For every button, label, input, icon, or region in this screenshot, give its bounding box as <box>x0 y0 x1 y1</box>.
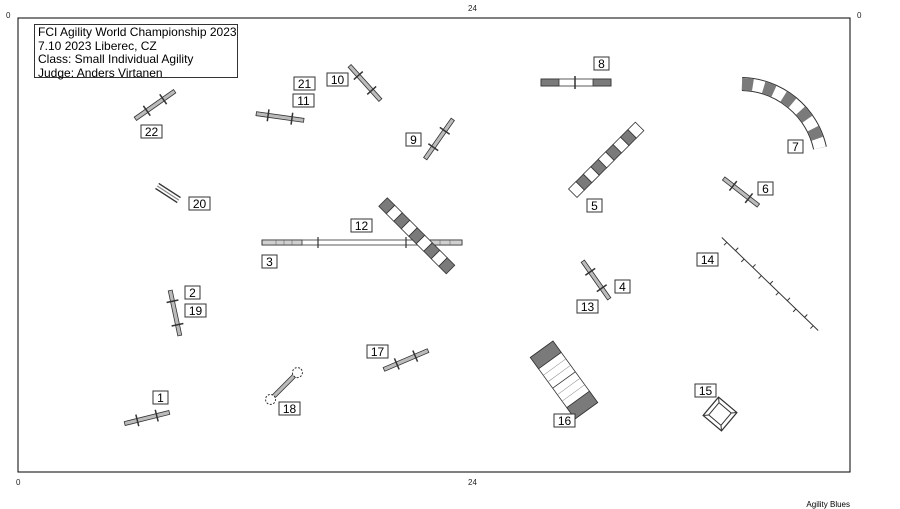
event-date-place: 7.10 2023 Liberec, CZ <box>38 38 157 53</box>
number-label-9: 9 <box>405 132 422 147</box>
ring-border <box>17 17 851 473</box>
event-judge: Judge: Anders Virtanen <box>38 65 163 80</box>
number-label-19: 19 <box>184 303 207 318</box>
number-label-16: 16 <box>553 413 576 428</box>
svg-text:6: 6 <box>762 182 769 196</box>
tunnel-12 <box>378 197 456 275</box>
brand-label: Agility Blues <box>806 500 850 509</box>
axis-label-bottom-mid: 24 <box>468 478 477 487</box>
svg-text:13: 13 <box>581 300 595 314</box>
number-label-5: 5 <box>586 198 603 213</box>
svg-text:9: 9 <box>410 133 417 147</box>
course-info-box: FCI Agility World Championship 2023 7.10… <box>34 24 238 80</box>
number-label-13: 13 <box>576 299 599 314</box>
number-label-12: 12 <box>350 218 373 233</box>
svg-text:1: 1 <box>157 391 164 405</box>
svg-text:22: 22 <box>145 125 159 139</box>
number-label-22: 22 <box>140 124 163 139</box>
number-label-17: 17 <box>366 344 389 359</box>
svg-text:15: 15 <box>699 384 713 398</box>
jump-6 <box>721 176 761 208</box>
axis-label-top-mid: 24 <box>468 4 477 13</box>
svg-text:2: 2 <box>189 286 196 300</box>
jump-10 <box>347 64 383 102</box>
event-class: Class: Small Individual Agility <box>38 52 194 66</box>
jump-11 <box>255 109 305 125</box>
svg-text:20: 20 <box>193 197 207 211</box>
jump-2 <box>166 289 184 337</box>
number-label-1: 1 <box>152 390 169 405</box>
event-title: FCI Agility World Championship 2023 <box>38 25 237 39</box>
long-jump-20 <box>155 182 181 204</box>
jump-1 <box>123 409 171 427</box>
svg-text:12: 12 <box>355 219 369 233</box>
svg-text:19: 19 <box>189 304 203 318</box>
number-label-3: 3 <box>261 254 278 269</box>
axis-label-bottom-left: 0 <box>16 478 21 487</box>
number-label-8: 8 <box>593 56 610 71</box>
axis-label-top-right: 0 <box>857 11 862 20</box>
weave-poles-14 <box>721 237 819 331</box>
tyre-18 <box>265 367 303 405</box>
table-15 <box>702 396 738 432</box>
number-label-11: 11 <box>292 93 315 108</box>
jump-9 <box>423 117 455 161</box>
number-label-14: 14 <box>696 252 719 267</box>
svg-text:17: 17 <box>371 345 385 359</box>
svg-text:16: 16 <box>558 414 572 428</box>
tunnel-5 <box>567 121 645 199</box>
number-label-21: 21 <box>293 76 316 91</box>
svg-text:3: 3 <box>266 255 273 269</box>
axis-label-top-left: 0 <box>6 11 11 20</box>
svg-text:14: 14 <box>701 253 715 267</box>
svg-text:10: 10 <box>331 73 345 87</box>
number-label-20: 20 <box>188 196 211 211</box>
svg-text:11: 11 <box>297 94 310 108</box>
jump-17 <box>382 348 430 372</box>
wall-8 <box>540 76 612 89</box>
jump-4 <box>580 259 612 301</box>
number-label-4: 4 <box>614 279 631 294</box>
svg-text:7: 7 <box>792 140 799 154</box>
number-label-7: 7 <box>787 139 804 154</box>
number-label-18: 18 <box>278 401 301 416</box>
svg-text:8: 8 <box>598 57 605 71</box>
number-label-2: 2 <box>184 285 201 300</box>
svg-text:4: 4 <box>619 280 626 294</box>
number-label-6: 6 <box>757 181 774 196</box>
svg-text:21: 21 <box>298 77 312 91</box>
a-frame-16 <box>529 340 599 420</box>
number-label-10: 10 <box>326 72 349 87</box>
svg-text:18: 18 <box>283 402 297 416</box>
svg-text:5: 5 <box>591 199 598 213</box>
jump-22 <box>133 89 177 121</box>
tunnel-7 <box>741 77 827 150</box>
number-label-15: 15 <box>694 383 717 398</box>
